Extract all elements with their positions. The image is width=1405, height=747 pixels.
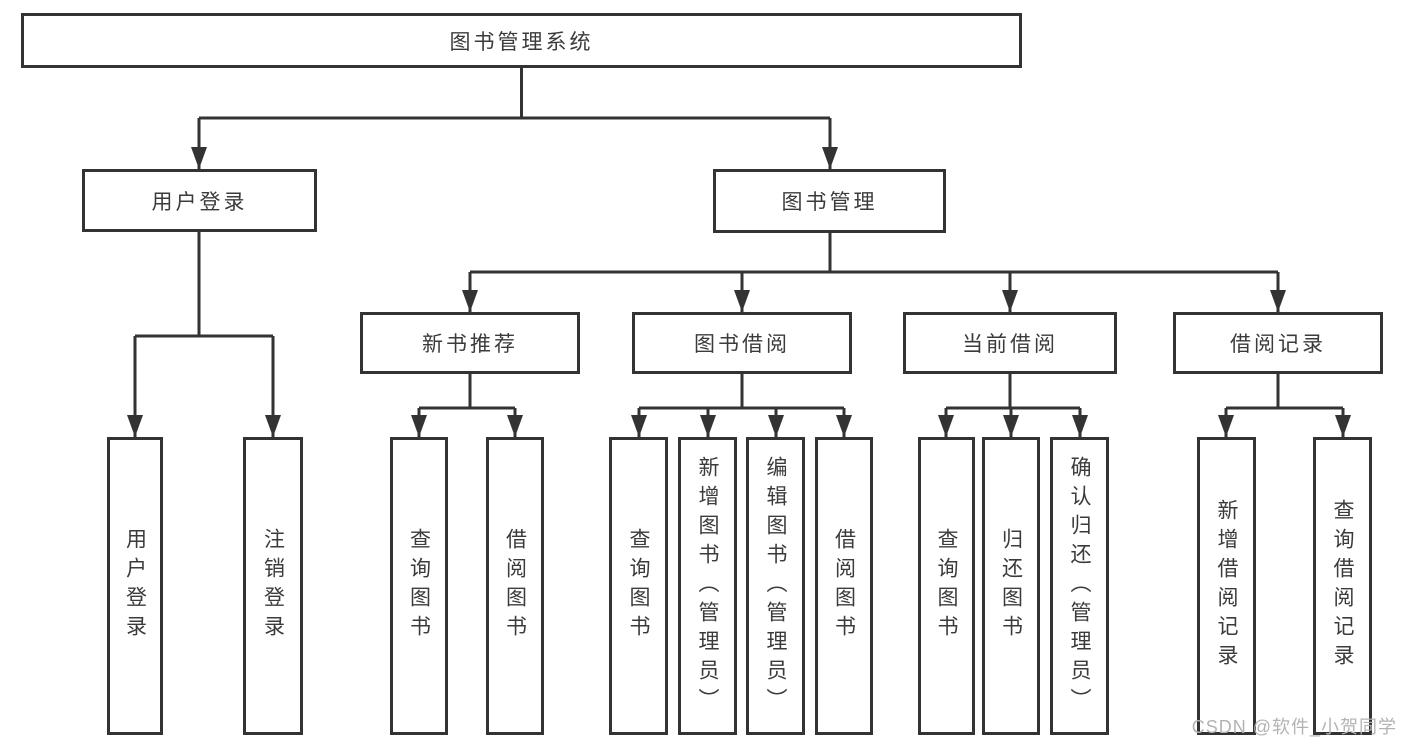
node-label: 借阅图书: [503, 528, 527, 644]
node-label: 查询图书: [407, 528, 431, 644]
node-label: 图书管理系统: [449, 30, 594, 54]
node-label: 新书推荐: [422, 333, 518, 356]
leaf-borrow-borrow-book: 借阅图书: [815, 437, 873, 735]
arrowhead-icons: [127, 147, 1351, 437]
leaf-borrow-edit-book-admin: 编辑图书（管理员）: [746, 437, 805, 735]
node-label: 新增借阅记录: [1215, 499, 1238, 673]
node-label: 当前借阅: [962, 333, 1058, 356]
node-label: 查询借阅记录: [1331, 499, 1354, 673]
node-label: 图书借阅: [694, 333, 790, 356]
node-label: 用户登录: [123, 528, 147, 644]
node-current-borrowing: 当前借阅: [903, 312, 1117, 374]
leaf-borrow-query-book: 查询图书: [609, 437, 668, 735]
node-new-book-recommendation: 新书推荐: [360, 312, 580, 374]
leaf-user-login: 用户登录: [107, 437, 163, 735]
node-label: 确认归还（管理员）: [1068, 455, 1091, 717]
node-label: 借阅图书: [832, 528, 856, 644]
node-label: 新增图书（管理员）: [696, 455, 719, 717]
node-label: 图书管理: [781, 191, 878, 214]
leaf-records-query-record: 查询借阅记录: [1313, 437, 1372, 735]
leaf-newbooks-borrow-book: 借阅图书: [486, 437, 544, 735]
node-user-login: 用户登录: [82, 169, 317, 232]
connector-paths: [133, 68, 1345, 437]
node-label: 查询图书: [935, 528, 958, 644]
watermark: CSDN @软件_小贺同学: [1191, 717, 1397, 737]
node-label: 编辑图书（管理员）: [764, 455, 787, 717]
leaf-logout: 注销登录: [243, 437, 303, 735]
leaf-newbooks-query-book: 查询图书: [390, 437, 448, 735]
node-label: 借阅记录: [1230, 333, 1326, 356]
node-label: 归还图书: [999, 528, 1023, 644]
node-borrowing-records: 借阅记录: [1173, 312, 1383, 374]
node-label: 查询图书: [627, 528, 650, 644]
leaf-records-add-record: 新增借阅记录: [1197, 437, 1256, 735]
node-label: 注销登录: [261, 528, 285, 644]
node-library-management-system: 图书管理系统: [21, 13, 1022, 68]
node-book-management: 图书管理: [713, 169, 946, 233]
leaf-borrow-add-book-admin: 新增图书（管理员）: [678, 437, 737, 735]
leaf-current-return-book: 归还图书: [982, 437, 1040, 735]
leaf-current-query-book: 查询图书: [918, 437, 975, 735]
node-label: 用户登录: [151, 190, 248, 214]
leaf-current-confirm-return-admin: 确认归还（管理员）: [1050, 437, 1109, 735]
node-book-borrowing: 图书借阅: [632, 312, 852, 374]
